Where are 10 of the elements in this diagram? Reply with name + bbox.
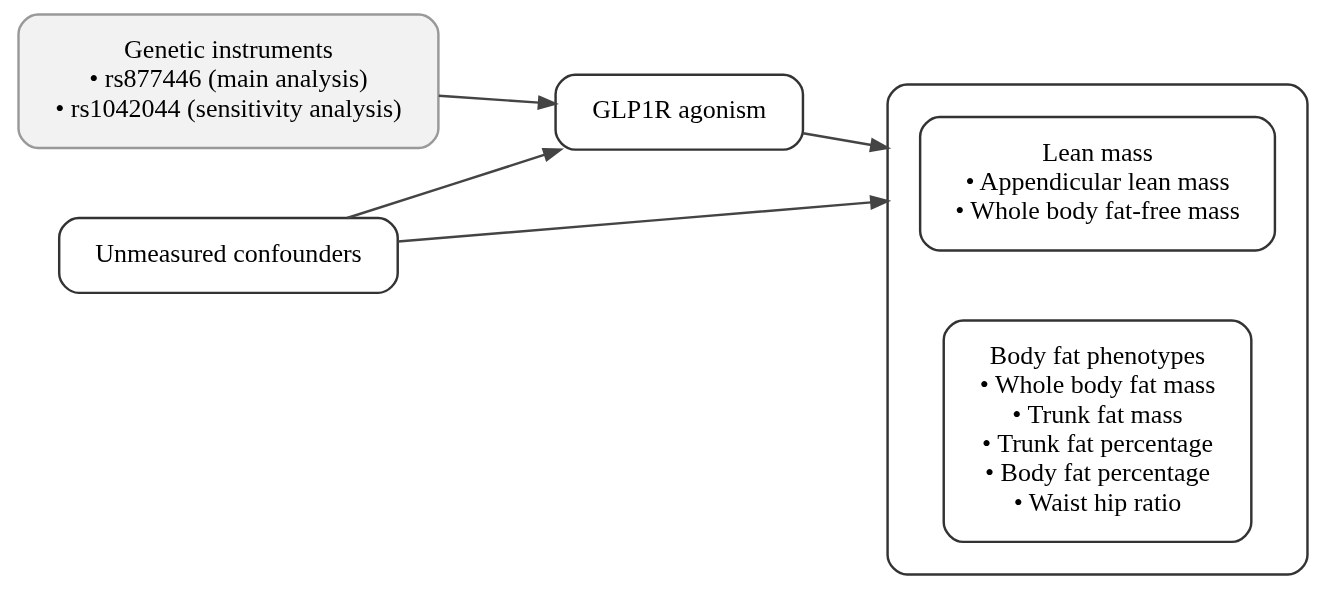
node-box: Lean mass • Appendicular lean mass • Whole body fat-free mass bbox=[918, 115, 1276, 252]
arrow bbox=[346, 147, 564, 220]
arrow bbox=[397, 195, 891, 243]
arrow bbox=[802, 132, 891, 153]
node-box: GLP1R agonism bbox=[553, 73, 804, 151]
node-box: Unmeasured confounders bbox=[57, 216, 399, 295]
node-box: Genetic instruments • rs877446 (main analysis) • rs1042044 (sensitivity analysis) bbox=[16, 13, 440, 150]
node-box: Body fat phenotypes • Whole body fat mass • Trunk fat mass • Trunk fat percentage • Body fat percentage • Waist hip ratio bbox=[942, 319, 1253, 544]
cluster bbox=[885, 83, 1309, 576]
arrow bbox=[438, 94, 559, 110]
